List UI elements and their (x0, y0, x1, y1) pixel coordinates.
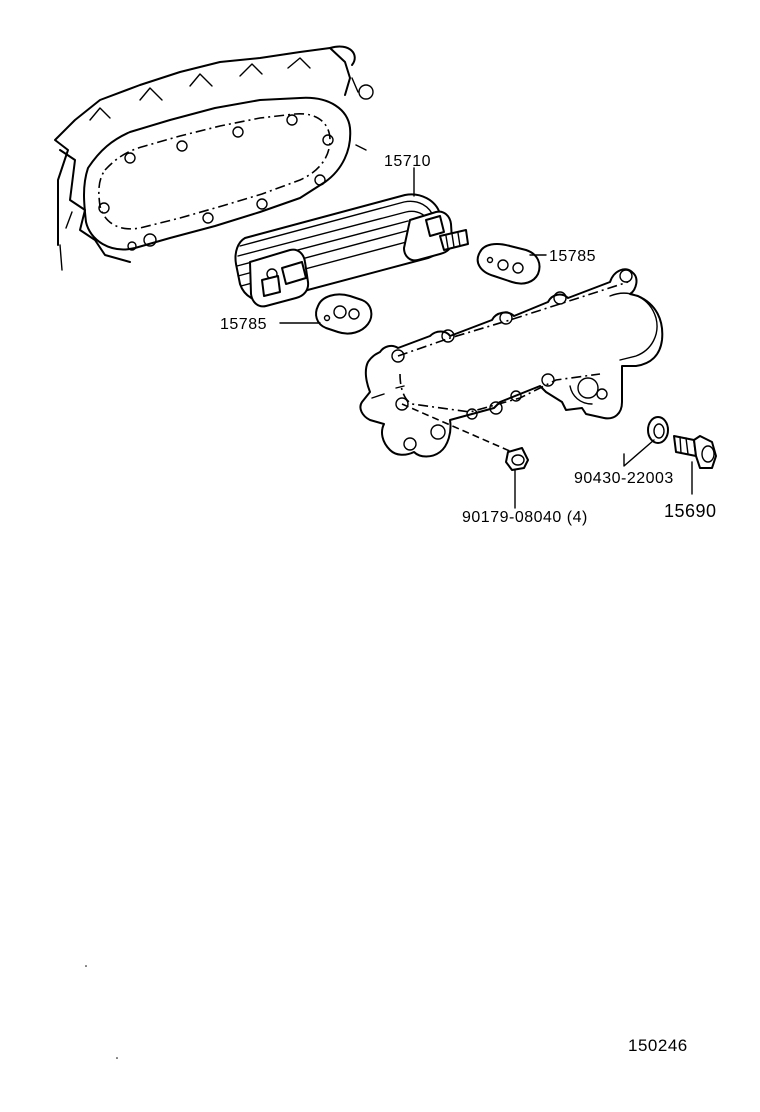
drain-plug (673, 435, 717, 469)
leader-lines (279, 167, 693, 509)
label-nut: 90179-08040 (4) (462, 509, 588, 526)
gasket-left (315, 293, 373, 335)
label-gasket-left: 15785 (220, 316, 267, 333)
label-washer: 90430-22003 (574, 470, 674, 487)
engine-block (54, 45, 374, 271)
cooler-cover (359, 268, 664, 458)
label-oil-cooler: 15710 (384, 153, 431, 170)
label-plug: 15690 (664, 501, 717, 521)
label-gasket-right: 15785 (549, 248, 596, 265)
washer (647, 416, 669, 444)
gasket-right (476, 243, 541, 285)
figure-number: 150246 (628, 1036, 688, 1055)
oil-cooler (234, 193, 469, 308)
nut (401, 403, 529, 471)
